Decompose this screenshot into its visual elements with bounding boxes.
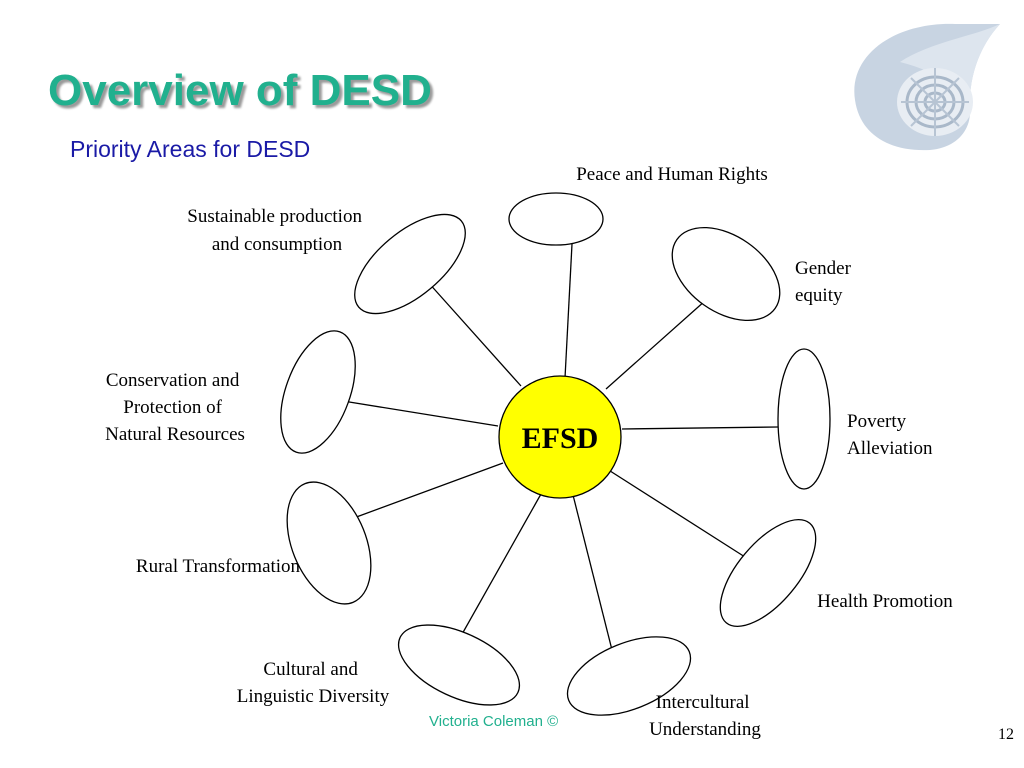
node-gender <box>671 226 781 322</box>
node-health <box>719 518 817 628</box>
connector-sustainable <box>426 280 522 387</box>
nautilus-shell-logo <box>854 23 1000 151</box>
connector-poverty <box>621 426 779 430</box>
page-number: 12 <box>998 726 1014 743</box>
nodes <box>280 192 831 716</box>
connector-rural <box>350 462 504 520</box>
connector-conservation <box>342 400 499 427</box>
node-intercultural <box>566 636 692 716</box>
slide-subtitle: Priority Areas for DESD <box>70 136 311 162</box>
connector-cultural <box>460 493 542 637</box>
connector-peace <box>564 243 573 379</box>
node-rural <box>286 481 372 605</box>
label-cultural: Cultural and Linguistic Diversity <box>237 659 390 707</box>
footer-credit: Victoria Coleman © <box>429 713 559 730</box>
node-peace <box>508 192 604 246</box>
connectors <box>342 243 779 651</box>
label-health: Health Promotion <box>817 591 953 612</box>
label-rural: Rural Transformation <box>136 556 301 577</box>
label-sustainable: Sustainable production and consumption <box>187 206 366 255</box>
connector-gender <box>605 299 707 390</box>
label-peace: Peace and Human Rights <box>576 164 768 185</box>
center-node <box>498 375 622 499</box>
node-cultural <box>397 624 521 706</box>
label-intercultural: Intercultural Understanding <box>649 692 761 740</box>
node-poverty <box>777 348 831 490</box>
label-conservation: Conservation and Protection of Natural R… <box>105 370 245 445</box>
connector-health <box>606 468 746 558</box>
node-conservation <box>280 330 356 454</box>
label-gender: Gender equity <box>795 258 856 306</box>
center-label: EFSD <box>522 422 599 455</box>
slide-title: Overview of DESD <box>48 66 432 115</box>
label-poverty: Poverty Alleviation <box>847 411 933 459</box>
node-sustainable <box>354 213 466 315</box>
connector-intercultural <box>572 494 613 651</box>
node-labels: Peace and Human Rights Gender equity Pov… <box>105 164 953 740</box>
